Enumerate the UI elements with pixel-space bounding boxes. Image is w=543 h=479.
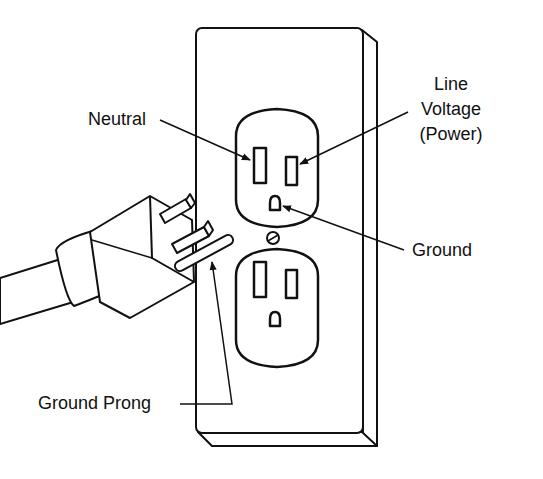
leader-line bbox=[300, 112, 408, 164]
plug-edge bbox=[92, 240, 152, 258]
plug-blade-tip bbox=[204, 221, 213, 236]
leader-line bbox=[160, 120, 250, 160]
plate-screw bbox=[267, 232, 279, 244]
callout-label: Ground bbox=[412, 238, 472, 263]
screw-slot bbox=[268, 235, 278, 241]
plug-blade-tip bbox=[186, 194, 195, 208]
leader-line bbox=[283, 206, 404, 250]
ground-hole bbox=[270, 312, 280, 326]
receptacle-face bbox=[236, 249, 318, 367]
ground-prong-fill bbox=[180, 240, 228, 266]
plate-bottom bbox=[198, 432, 377, 446]
callout-label: Neutral bbox=[88, 107, 146, 132]
neutral-slot bbox=[254, 148, 266, 183]
plug-blade bbox=[160, 199, 191, 223]
callout-label: Ground Prong bbox=[38, 391, 151, 416]
receptacle-face bbox=[236, 109, 318, 227]
ground-prong bbox=[180, 240, 228, 266]
ground-hole bbox=[270, 196, 280, 210]
wall-plate bbox=[196, 28, 363, 433]
line-slot bbox=[286, 270, 297, 298]
callout-label: Line Voltage (Power) bbox=[410, 72, 492, 147]
neutral-slot bbox=[254, 262, 266, 297]
leader-line bbox=[180, 262, 232, 404]
line-slot bbox=[286, 157, 297, 185]
plug-body bbox=[90, 196, 194, 318]
